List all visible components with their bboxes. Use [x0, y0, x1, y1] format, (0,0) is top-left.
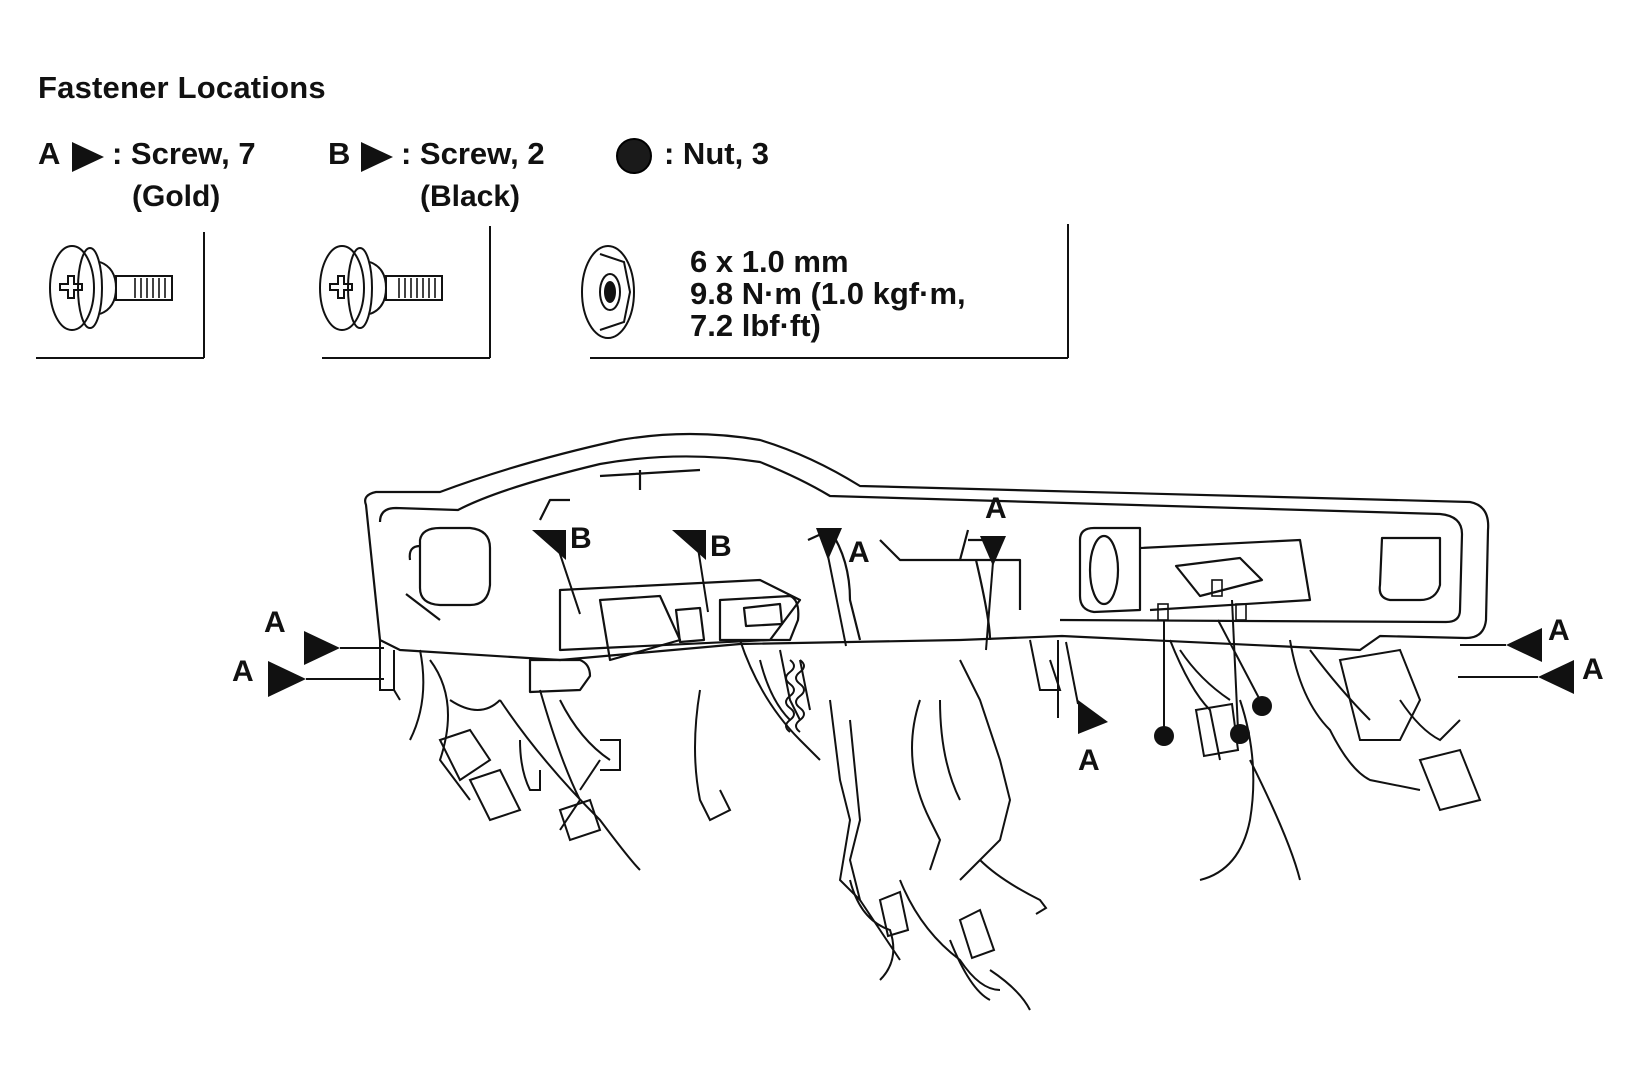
- legend-screw-a: A: [38, 136, 60, 172]
- legend-nut-text: : Nut, 3: [664, 136, 770, 171]
- nut-marker-right-icon: [1252, 696, 1272, 716]
- nut-spec: 6 x 1.0 mm 9.8 N·m (1.0 kgf·m, 7.2 lbf·f…: [690, 246, 966, 342]
- nut-spec-size: 6 x 1.0 mm: [690, 244, 849, 279]
- right-harness: [1169, 639, 1482, 881]
- screw-a-marker-lower-icon: [1078, 700, 1108, 734]
- nut-marker-icon: [616, 138, 652, 174]
- dashboard-body: [364, 432, 1490, 694]
- steering-spring: [785, 659, 805, 733]
- screw-b-marker-icon: [361, 142, 393, 172]
- diagram-title: Fastener Locations: [38, 70, 326, 105]
- flange-nut-icon: [581, 224, 1069, 359]
- callout-a-left-upper: A: [264, 606, 286, 639]
- nut-spec-torque-imperial: 7.2 lbf·ft): [690, 308, 821, 343]
- screw-a-marker-right-lower-icon: [1538, 660, 1574, 694]
- screw-a-marker-center-icon: [816, 528, 842, 560]
- callout-a-right-upper: A: [1548, 614, 1570, 647]
- legend-screw-b-text: : Screw, 2: [401, 136, 545, 171]
- callout-b-left: B: [570, 522, 592, 555]
- callout-a-left-lower: A: [232, 655, 254, 688]
- screw-a-marker-icon: [72, 142, 104, 172]
- screw-a-icon: [36, 232, 205, 359]
- legend-screw-a-color: (Gold): [132, 180, 221, 213]
- callout-a-lower-middle: A: [1078, 744, 1100, 777]
- nut-spec-torque: 9.8 N·m (1.0 kgf·m,: [690, 276, 966, 311]
- center-harness: [829, 639, 1062, 1011]
- legend-screw-b: B: [328, 136, 350, 172]
- nut-leaders: [1163, 599, 1261, 731]
- legend-screw-b-color: (Black): [420, 180, 521, 213]
- screw-a-marker-right-upper-icon: [1506, 628, 1542, 662]
- callout-b-right: B: [710, 530, 732, 563]
- legend-b-letter: B: [328, 136, 351, 171]
- callout-a-right-lower: A: [1582, 653, 1604, 686]
- studs: [1157, 579, 1247, 621]
- legend-screw-a-text: : Screw, 7: [112, 136, 256, 171]
- screw-b-marker-right-icon: [672, 530, 706, 560]
- callout-a-center: A: [848, 536, 870, 569]
- screw-a-marker-left-upper-icon: [304, 631, 340, 665]
- screw-b-marker-left-icon: [532, 530, 566, 560]
- screw-b-icon: [319, 226, 491, 359]
- nut-marker-left-icon: [1154, 726, 1174, 746]
- nut-marker-center-icon: [1230, 724, 1250, 744]
- screw-a-marker-left-lower-icon: [268, 661, 306, 697]
- screw-a-marker-top-icon: [980, 536, 1006, 566]
- left-harness: [379, 639, 821, 871]
- legend-a-letter: A: [38, 136, 61, 171]
